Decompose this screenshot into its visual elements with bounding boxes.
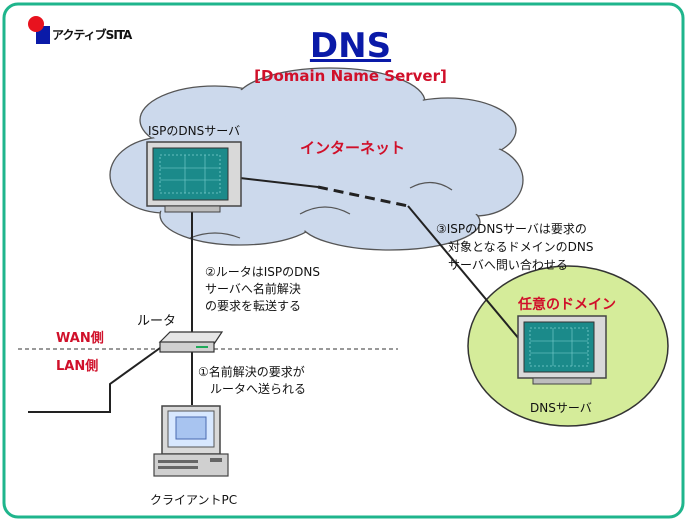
step3-text: ③ISPのDNSサーバは要求の 対象となるドメインのDNS サーバへ問い合わせる (436, 220, 593, 274)
step2-line2: サーバへ名前解決 (205, 282, 301, 296)
step1-line1: ①名前解決の要求が (198, 365, 305, 379)
internet-label: インターネット (300, 139, 406, 157)
step3-line3: サーバへ問い合わせる (448, 258, 568, 272)
lan-label: LAN側 (56, 359, 99, 374)
link-internet-domain (407, 205, 521, 341)
page-subtitle: [Domain Name Server] (254, 67, 447, 85)
lan-cable (28, 347, 161, 413)
step1-text: ①名前解決の要求が ルータへ送られる (198, 364, 306, 398)
domain-label: 任意のドメイン (518, 297, 616, 313)
isp-server-icon (146, 141, 242, 213)
step1-line2: ルータへ送られる (210, 382, 307, 396)
step2-text: ②ルータはISPのDNS サーバへ名前解決 の要求を転送する (205, 264, 320, 315)
link-isp-internet (239, 177, 319, 188)
domain-dns-server-icon (517, 315, 607, 385)
internet-cloud (109, 67, 524, 251)
logo-mark (28, 16, 50, 44)
wan-label: WAN側 (56, 331, 104, 346)
client-pc-icon (153, 405, 229, 477)
client-pc-label: クライアントPC (150, 493, 238, 507)
logo-text: アクティブSITA (52, 28, 132, 42)
dns-server-label: DNSサーバ (530, 401, 592, 415)
router-label: ルータ (137, 314, 177, 329)
step2-line3: の要求を転送する (205, 299, 302, 313)
isp-server-label: ISPのDNSサーバ (148, 124, 241, 138)
step3-line2: 対象となるドメインのDNS (448, 240, 594, 254)
step3-line1: ③ISPのDNSサーバは要求の (436, 222, 587, 236)
step2-line1: ②ルータはISPのDNS (205, 265, 320, 279)
router-icon (158, 331, 224, 353)
page-title: DNS (309, 26, 392, 66)
